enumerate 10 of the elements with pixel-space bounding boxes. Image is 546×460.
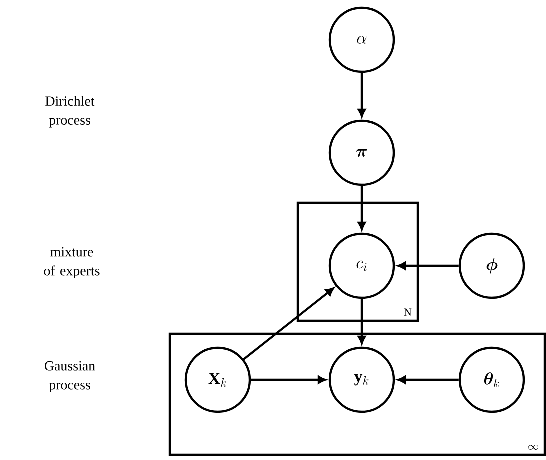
arrow (398, 376, 459, 384)
arrow (358, 73, 366, 118)
side-label: Gaussian process (45, 361, 96, 393)
arrow (358, 186, 366, 230)
arrow (398, 262, 459, 270)
arrow (251, 376, 326, 384)
arrow (243, 288, 334, 360)
side-label: Dirichlet process (46, 96, 95, 128)
arrow (358, 299, 366, 344)
side-label: mixture of experts (44, 247, 100, 279)
